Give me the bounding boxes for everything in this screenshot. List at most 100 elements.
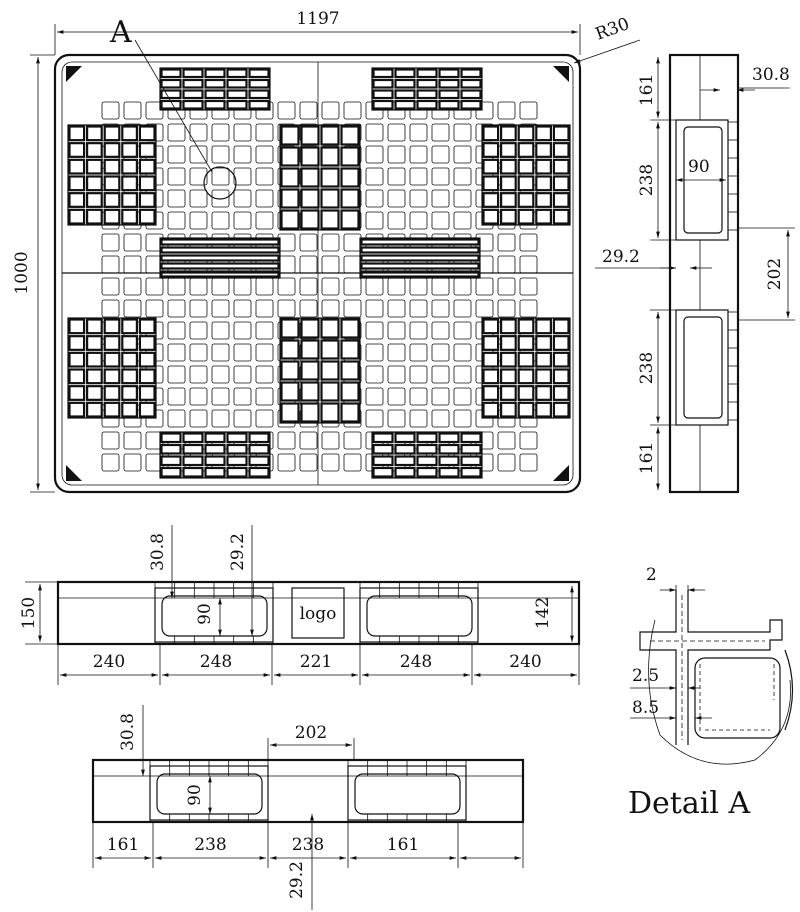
deck-cell bbox=[167, 321, 186, 340]
rib-cell bbox=[160, 466, 182, 478]
rib-cell bbox=[482, 142, 500, 158]
rib-cell bbox=[121, 142, 139, 158]
rib-cell bbox=[500, 335, 517, 351]
rib-cell bbox=[121, 351, 139, 368]
rib-cell bbox=[85, 158, 103, 175]
deck-cell bbox=[233, 211, 252, 230]
rib-cell bbox=[340, 318, 360, 339]
detail-rib-dim: 2 bbox=[646, 565, 657, 585]
rib-cell bbox=[85, 318, 103, 335]
rib-cell bbox=[280, 318, 300, 339]
depth-dimension: 1000 bbox=[12, 251, 32, 294]
deck-cell bbox=[387, 387, 406, 406]
deck-cell bbox=[167, 387, 186, 406]
deck-cell bbox=[409, 167, 428, 186]
rib-cell bbox=[226, 78, 248, 89]
deck-cell bbox=[211, 277, 230, 296]
deck-cell bbox=[431, 167, 450, 186]
deck-cell bbox=[365, 189, 384, 208]
rib-cell bbox=[138, 125, 156, 142]
detail-a-callout: A bbox=[109, 15, 132, 50]
deck-cell bbox=[189, 387, 208, 406]
rib-cell bbox=[280, 209, 300, 230]
rib-cell bbox=[460, 455, 482, 467]
rib-cell bbox=[552, 192, 570, 208]
rib-cell bbox=[85, 125, 103, 142]
rib-cell bbox=[85, 335, 103, 351]
rib-cell bbox=[517, 208, 535, 225]
deck-cell bbox=[255, 189, 274, 208]
logo-box bbox=[291, 587, 345, 639]
side-dim-1: 161 bbox=[637, 74, 657, 106]
rib-cell bbox=[535, 368, 552, 385]
rib-cell bbox=[372, 455, 394, 467]
rib-cell bbox=[340, 360, 360, 381]
rib-cell bbox=[394, 68, 416, 79]
rib-cell bbox=[340, 402, 360, 423]
segment-dimension: 248 bbox=[200, 652, 232, 672]
rib-cell bbox=[535, 351, 552, 368]
deck-cell bbox=[189, 365, 208, 384]
deck-cell bbox=[145, 277, 164, 296]
deck-cell bbox=[211, 343, 230, 362]
rib-cell bbox=[517, 175, 535, 192]
deck-cell bbox=[211, 321, 230, 340]
rib-cell bbox=[517, 158, 535, 175]
rib-cell bbox=[300, 167, 320, 188]
deck-cell bbox=[453, 365, 472, 384]
deck-cell bbox=[101, 233, 120, 252]
deck-cell bbox=[255, 343, 274, 362]
deck-cell bbox=[519, 255, 538, 274]
deck-cell bbox=[189, 277, 208, 296]
deck-cell bbox=[497, 101, 516, 120]
detail-title: Detail A bbox=[628, 786, 750, 821]
rib-cell bbox=[482, 192, 500, 208]
rib-cell bbox=[482, 208, 500, 225]
deck-cell bbox=[431, 343, 450, 362]
rib-cell bbox=[535, 158, 552, 175]
rib-cell bbox=[160, 68, 182, 79]
deck-cell bbox=[365, 409, 384, 428]
rib-cell bbox=[438, 432, 460, 444]
rib-cell bbox=[138, 158, 156, 175]
deck-cell bbox=[211, 365, 230, 384]
deck-cell bbox=[453, 211, 472, 230]
rib-cell bbox=[85, 142, 103, 158]
deck-cell bbox=[321, 255, 340, 274]
rib-block bbox=[371, 67, 483, 111]
rib-cell bbox=[416, 443, 438, 455]
rib-cell bbox=[182, 432, 204, 444]
deck-cell bbox=[101, 299, 120, 318]
rib-cell bbox=[280, 381, 300, 402]
rib-cell bbox=[300, 381, 320, 402]
rib-cell bbox=[103, 125, 121, 142]
deck-cell bbox=[475, 299, 494, 318]
segment-dimension: 248 bbox=[400, 652, 432, 672]
rib-cell bbox=[121, 318, 139, 335]
deck-cell bbox=[233, 145, 252, 164]
rib-cell bbox=[226, 466, 248, 478]
deck-cell bbox=[255, 145, 274, 164]
deck-cell bbox=[167, 189, 186, 208]
deck-cell bbox=[123, 299, 142, 318]
deck-cell bbox=[277, 431, 296, 450]
rib-block bbox=[159, 431, 271, 479]
rib-block bbox=[279, 317, 361, 424]
deck-cell bbox=[409, 321, 428, 340]
rib-cell bbox=[320, 360, 340, 381]
deck-cell bbox=[431, 409, 450, 428]
side-dim-2: 238 bbox=[637, 164, 657, 196]
deck-cell bbox=[431, 123, 450, 142]
rib-cell bbox=[121, 208, 139, 225]
detail-a-circle bbox=[203, 166, 237, 200]
rib-cell bbox=[280, 125, 300, 146]
rib-cell bbox=[103, 142, 121, 158]
rib-cell bbox=[138, 208, 156, 225]
rib-cell bbox=[438, 78, 460, 89]
rib-cell bbox=[103, 351, 121, 368]
deck-cell bbox=[321, 453, 340, 472]
deck-cell bbox=[167, 211, 186, 230]
rib-cell bbox=[340, 125, 360, 146]
deck-cell bbox=[387, 123, 406, 142]
deck-cell bbox=[343, 453, 362, 472]
